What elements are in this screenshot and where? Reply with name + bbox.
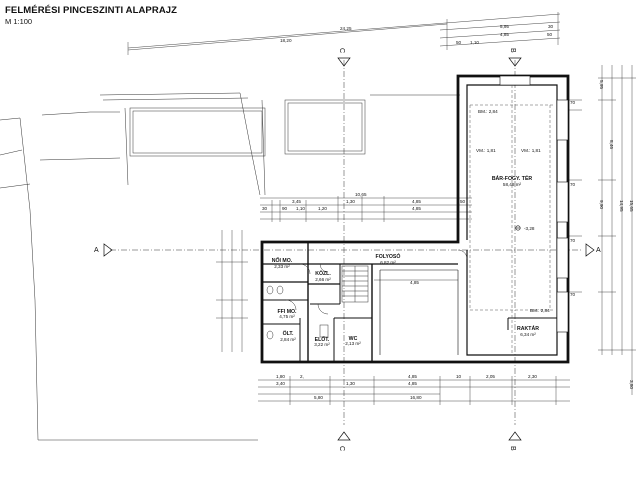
dim-mid-345: 3,45 xyxy=(292,199,301,204)
section-label-c-bottom: C xyxy=(338,446,345,451)
dim-r-595: 5,95 xyxy=(599,80,604,89)
level-elevation: -3,28 xyxy=(524,226,535,231)
dim-bot-1680: 16,80 xyxy=(410,395,422,400)
room-area-olt: 2,84 m² xyxy=(280,337,296,342)
bottom-dimension-lines xyxy=(258,376,570,405)
room-area-bar: 58,48 m² xyxy=(503,182,522,187)
dim-r-70a: 70 xyxy=(570,100,576,105)
dim-r-70b: 70 xyxy=(570,182,576,187)
dim-top-110: 1,10 xyxy=(470,40,479,45)
room-name-noi: NŐI MO. xyxy=(272,257,293,264)
room-area-ffi: 4,75 m² xyxy=(279,314,295,319)
dim-r-70d: 70 xyxy=(570,292,576,297)
right-dimension-lines xyxy=(568,65,636,395)
left-dimension-lines xyxy=(216,230,248,352)
dim-mid-120: 1,20 xyxy=(318,206,327,211)
dim-top-50a: 50 xyxy=(456,40,462,45)
dim-top-50b: 50 xyxy=(547,32,553,37)
dim-bot-205: 2,05 xyxy=(486,374,495,379)
dim-mid-90: 90 xyxy=(282,206,288,211)
room-name-raktar: RAKTÁR xyxy=(517,325,539,332)
dim-r-846: 8,46 xyxy=(609,140,614,149)
room-area-raktar: 6,34 m² xyxy=(520,332,536,337)
elevation-marker xyxy=(515,225,521,231)
building-walls xyxy=(260,74,570,364)
section-markers xyxy=(103,57,595,441)
dim-r-990: 9,90 xyxy=(599,200,604,209)
level-bm-bottom: BM.: 2,84 xyxy=(530,308,550,313)
dim-mid-50: 50 xyxy=(460,199,466,204)
dim-top-30: 30 xyxy=(548,24,554,29)
doors xyxy=(285,249,468,315)
dim-top-total: 24,25 xyxy=(340,26,352,31)
room-name-folyoso: FOLYOSÓ xyxy=(376,252,401,260)
section-label-a-left: A xyxy=(94,247,99,254)
dim-bot-10: 10 xyxy=(456,374,462,379)
room-name-olt: ÖLT. xyxy=(283,330,294,337)
fixtures xyxy=(266,285,329,340)
room-name-ffi: FFI MO. xyxy=(277,309,297,315)
section-lines xyxy=(110,60,582,425)
dim-bot-230: 2,30 xyxy=(528,374,537,379)
scale-label: M 1:100 xyxy=(5,17,33,26)
dim-bot-130: 1,30 xyxy=(346,381,355,386)
room-area-noi: 2,33 m² xyxy=(274,264,290,269)
dim-top-595: 5,95 xyxy=(500,24,509,29)
room-name-kozl: KÖZL. xyxy=(315,270,331,277)
section-label-a-right: A xyxy=(596,247,601,254)
dim-bot-2: 2, xyxy=(300,374,304,379)
dim-bot-485a: 4,85 xyxy=(408,374,417,379)
dim-bot-580: 5,80 xyxy=(314,395,323,400)
dim-mid-30: 30 xyxy=(262,206,268,211)
dim-mid-485b: 4,85 xyxy=(412,206,421,211)
room-name-wc: WC xyxy=(349,336,358,342)
dim-mid-1065: 10,65 xyxy=(355,192,367,197)
room-area-kozl: 2,66 m² xyxy=(315,277,331,282)
level-vm-left: VM.: 1,81 xyxy=(476,148,496,153)
section-label-b-top: B xyxy=(509,48,516,53)
stairs xyxy=(341,265,369,303)
room-area-elot: 3,22 m² xyxy=(314,342,330,347)
mid-dimension-lines xyxy=(260,196,472,281)
room-area-wc: 2,13 m² xyxy=(345,341,361,346)
dim-r-70c: 70 xyxy=(570,238,576,243)
level-vm-right: VM.: 1,81 xyxy=(521,148,541,153)
dim-bot-485b: 4,85 xyxy=(408,381,417,386)
room-name-elot: ELŐT. xyxy=(315,336,330,343)
room-area-folyoso: 6,82 m² xyxy=(380,260,396,265)
dim-mid-485c: 4,85 xyxy=(410,280,419,285)
dim-mid-130: 1,30 xyxy=(346,199,355,204)
dim-bot-180: 1,80 xyxy=(276,374,285,379)
room-name-bar: BÁR-FOGY. TÉR xyxy=(492,174,533,182)
windows xyxy=(499,75,569,333)
dim-r-380: 3,80 xyxy=(629,380,634,389)
top-dimension-lines xyxy=(127,12,561,55)
section-label-b-bottom: B xyxy=(509,446,516,451)
dim-mid-485a: 4,85 xyxy=(412,199,421,204)
dim-bot-340: 3,40 xyxy=(276,381,285,386)
section-label-c-top: C xyxy=(338,48,345,53)
site-outline xyxy=(0,92,460,441)
dim-top-18: 18,20 xyxy=(280,38,292,43)
level-bm-top: BM.: 2,84 xyxy=(478,109,498,114)
dim-r-1495: 14,95 xyxy=(619,200,624,212)
dim-mid-110: 1,10 xyxy=(296,206,305,211)
dim-top-485: 4,85 xyxy=(500,32,509,37)
page-title: FELMÉRÉSI PINCESZINTI ALAPRAJZ xyxy=(5,5,178,16)
dim-r-1565: 15,65 xyxy=(629,200,634,212)
dashed-beams xyxy=(469,85,555,355)
